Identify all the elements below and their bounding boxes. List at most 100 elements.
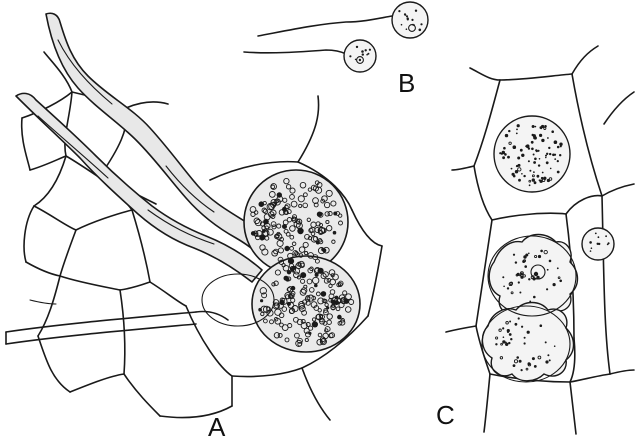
stipple-dot <box>292 250 299 256</box>
stipple-dot <box>503 285 505 288</box>
stipple-dot <box>559 145 562 148</box>
stipple-dot <box>285 231 291 237</box>
stipple-dot <box>307 187 313 192</box>
stipple-dot <box>499 152 502 155</box>
stipple-dot <box>325 189 333 197</box>
stipple-dot <box>286 217 293 223</box>
stipple-dot <box>282 264 290 272</box>
stipple-dot <box>328 293 335 300</box>
stipple-dot <box>548 146 551 150</box>
stipple-dot <box>530 275 535 280</box>
stipple-dot <box>514 170 519 174</box>
stipple-dot <box>298 246 306 253</box>
stipple-dot <box>535 149 538 152</box>
stipple-dot <box>502 327 505 330</box>
stipple-dot <box>522 274 526 278</box>
stipple-dot <box>287 302 295 309</box>
stipple-dot <box>313 202 319 208</box>
stipple-dot <box>548 177 553 181</box>
stipple-dot <box>263 218 269 225</box>
stipple-dot <box>519 148 523 152</box>
stipple-dot <box>282 197 288 203</box>
stipple-dot <box>516 272 520 276</box>
stipple-dot <box>312 197 319 204</box>
stipple-dot <box>342 290 348 296</box>
stipple-dot <box>312 185 319 192</box>
stipple-dot <box>511 172 515 176</box>
stipple-dot <box>298 260 305 268</box>
stipple-dot <box>330 304 336 310</box>
stipple-dot <box>531 174 535 178</box>
stipple-dot <box>294 332 300 339</box>
stipple-dot <box>323 278 330 284</box>
stipple-dot <box>544 125 547 128</box>
stipple-dot <box>323 309 329 316</box>
stipple-dot <box>273 316 279 322</box>
stipple-dot <box>531 357 535 361</box>
stipple-dot <box>540 176 544 180</box>
stipple-dot <box>532 153 535 156</box>
stipple-dot <box>532 134 536 138</box>
stipple-dot <box>521 153 525 157</box>
stipple-dot <box>537 355 542 360</box>
stipple-dot <box>533 181 537 185</box>
stipple-dot <box>510 167 513 170</box>
stipple-dot <box>505 321 509 325</box>
stipple-dot <box>259 236 265 241</box>
stipple-dot <box>305 300 311 306</box>
stipple-dot <box>338 213 343 218</box>
stipple-dot <box>279 322 284 328</box>
stipple-dot <box>520 275 524 279</box>
stipple-dot <box>517 167 522 172</box>
stipple-dot <box>254 232 259 238</box>
stipple-dot <box>302 202 308 209</box>
stipple-dot <box>269 319 274 325</box>
panel-c-spores <box>481 115 615 383</box>
stipple-dot <box>340 318 345 323</box>
stipple-dot <box>525 367 529 371</box>
stipple-dot <box>277 247 284 254</box>
stipple-dot <box>556 267 559 270</box>
stipple-dot <box>510 338 513 341</box>
stipple-dot <box>307 267 314 274</box>
stipple-dot <box>301 309 307 316</box>
stipple-dot <box>298 253 304 258</box>
stipple-dot <box>294 251 299 256</box>
stipple-dot <box>259 287 267 295</box>
stipple-dot <box>320 272 327 280</box>
stipple-dot <box>543 176 547 180</box>
stipple-dot <box>547 137 549 139</box>
stipple-dot <box>553 345 556 348</box>
stipple-dot <box>320 338 326 344</box>
stipple-dot <box>312 276 320 285</box>
stipple-dot <box>525 253 529 257</box>
stipple-dot <box>290 200 298 208</box>
stipple-dot <box>528 184 531 187</box>
label-panel-b: B <box>398 68 415 98</box>
stipple-dot <box>502 340 506 344</box>
stipple-dot <box>503 146 506 150</box>
stipple-dot <box>517 156 521 160</box>
stipple-dot <box>518 359 522 363</box>
stipple-dot <box>338 220 343 226</box>
stipple-dot <box>355 45 359 49</box>
stipple-dot <box>538 158 541 160</box>
stipple-dot <box>527 147 531 150</box>
stipple-dot <box>556 170 560 174</box>
stipple-dot <box>260 305 268 313</box>
stipple-dot <box>299 181 307 189</box>
stipple-dot <box>498 328 502 332</box>
stipple-dot <box>336 282 342 288</box>
stipple-dot <box>317 238 323 243</box>
stipple-dot <box>322 271 329 278</box>
stipple-dot <box>272 299 280 306</box>
flagellum-upper <box>257 15 393 37</box>
stipple-dot <box>505 342 509 346</box>
stipple-dot <box>525 144 530 148</box>
stipple-dot <box>266 203 274 211</box>
stipple-dot <box>281 306 288 312</box>
stipple-dot <box>329 332 336 339</box>
stipple-dot <box>309 266 314 272</box>
stipple-dot <box>517 163 521 167</box>
stipple-dot <box>368 48 371 51</box>
